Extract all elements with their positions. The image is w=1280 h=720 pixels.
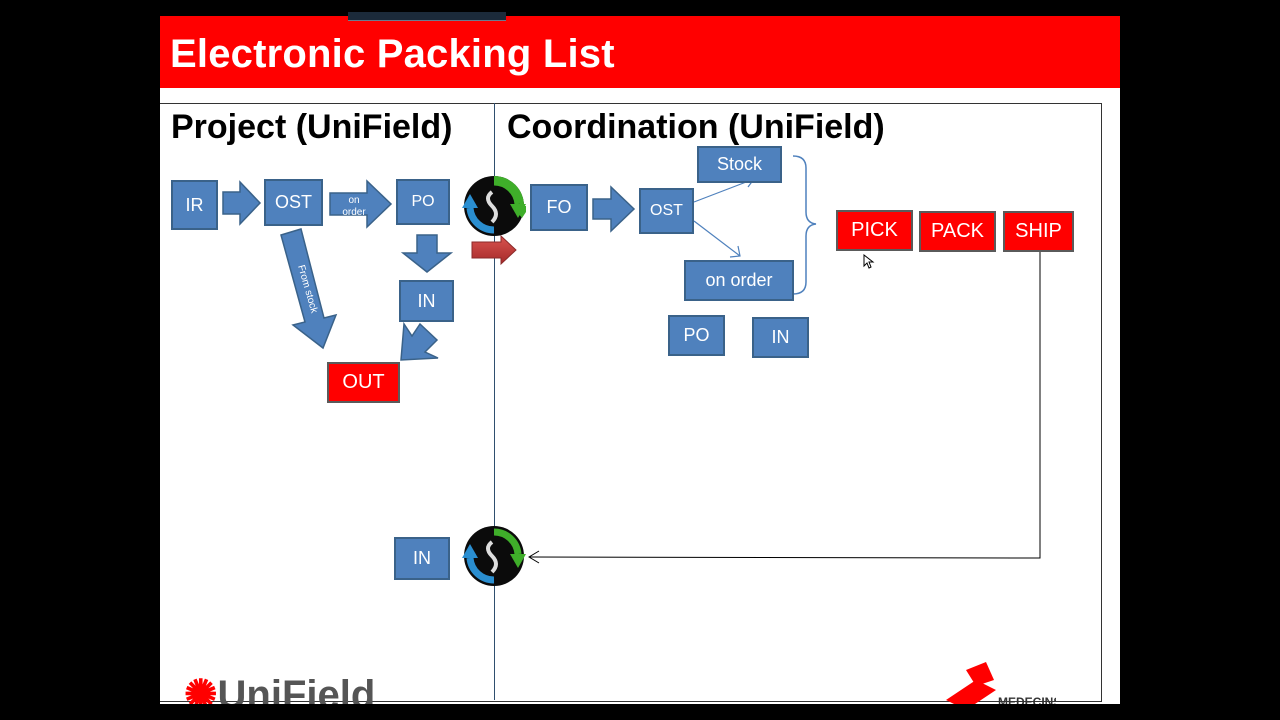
coordination-ship-box: SHIP	[1003, 211, 1074, 252]
project-section-title: Project (UniField)	[171, 108, 453, 146]
arrow-transfer	[471, 234, 517, 266]
coordination-po-box: PO	[668, 315, 725, 356]
line-ost-on-order	[693, 220, 741, 257]
project-out-box: OUT	[327, 362, 400, 403]
project-in-bottom-box: IN	[394, 537, 450, 580]
on-order-label-line2: order	[342, 207, 366, 218]
window-tab	[348, 12, 506, 21]
unifield-logo: ✺UniField	[184, 673, 376, 704]
arrow-ir-ost	[222, 180, 262, 226]
slide-title: Electronic Packing List	[170, 32, 615, 76]
slide: Electronic Packing List Project (UniFiel…	[160, 16, 1120, 704]
sync-icon	[462, 176, 526, 236]
coordination-ost-box: OST	[639, 188, 694, 234]
return-line	[529, 252, 1041, 559]
coordination-fo-box: FO	[530, 184, 588, 231]
arrow-ost-po-on-order	[329, 179, 393, 229]
coordination-pick-box: PICK	[836, 210, 913, 251]
msf-logo: MEDECINS	[946, 662, 1056, 704]
cursor-icon	[863, 254, 875, 269]
arrow-fo-ost	[592, 185, 636, 233]
title-bar: Electronic Packing List	[160, 16, 1120, 88]
content-frame	[160, 103, 1102, 702]
coordination-section-title: Coordination (UniField)	[507, 108, 885, 146]
bracket	[792, 155, 817, 295]
coordination-pack-box: PACK	[919, 211, 996, 252]
sync-icon	[462, 526, 526, 586]
on-order-label-line1: on	[348, 195, 359, 206]
coordination-in-box: IN	[752, 317, 809, 358]
arrow-from-stock	[280, 228, 338, 350]
arrow-in-out	[400, 321, 439, 361]
project-ost-box: OST	[264, 179, 323, 226]
section-divider	[494, 103, 495, 700]
diagram-connectors: on order From stock	[222, 155, 1041, 564]
project-po-box: PO	[396, 179, 450, 225]
project-ir-box: IR	[171, 180, 218, 230]
arrow-po-in	[400, 234, 454, 273]
coordination-stock-box: Stock	[697, 146, 782, 183]
project-in-box: IN	[399, 280, 454, 322]
svg-text:MEDECINS: MEDECINS	[998, 695, 1056, 704]
coordination-on-order-box: on order	[684, 260, 794, 301]
